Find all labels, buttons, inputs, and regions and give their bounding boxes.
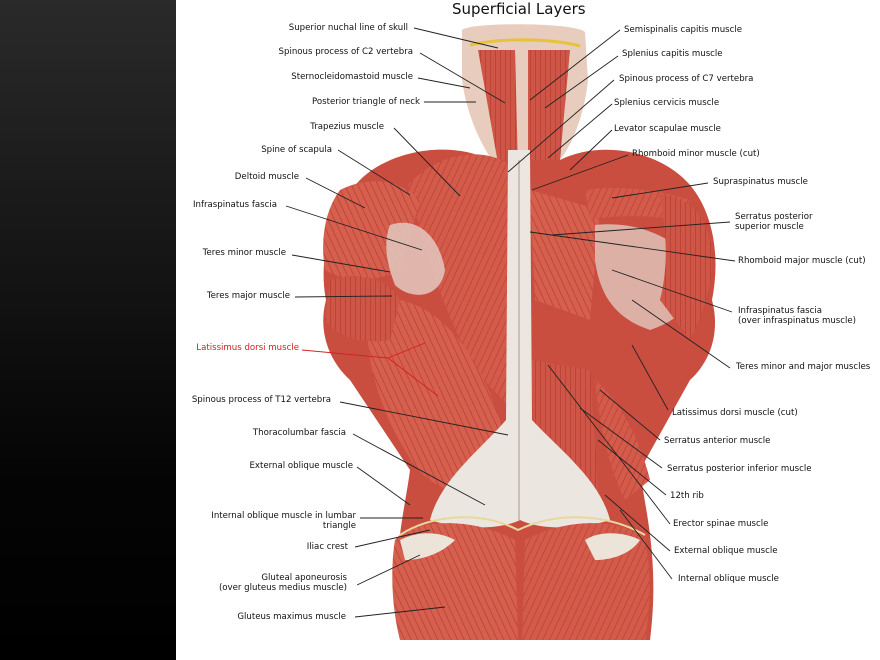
label-serratus-posterior-inferior: Serratus posterior inferior muscle bbox=[667, 464, 812, 474]
label-12th-rib: 12th rib bbox=[670, 491, 704, 501]
right-deltoid bbox=[660, 195, 712, 340]
right-rhomboid bbox=[530, 190, 600, 320]
neck-muscles bbox=[478, 50, 518, 175]
label-infraspinatus-fascia-left: Infraspinatus fascia bbox=[192, 200, 277, 210]
label-rhomboid-major: Rhomboid major muscle (cut) bbox=[738, 256, 866, 266]
label-serratus-posterior-superior: Serratus posterior superior muscle bbox=[735, 212, 813, 232]
label-gluteus-maximus: Gluteus maximus muscle bbox=[237, 612, 346, 622]
label-sternocleidomastoid: Sternocleidomastoid muscle bbox=[291, 72, 413, 82]
left-infraspinatus-fascia bbox=[386, 222, 445, 295]
diagram-title: Superficial Layers bbox=[452, 0, 586, 18]
label-splenius-cervicis: Splenius cervicis muscle bbox=[614, 98, 720, 108]
label-iliac-crest: Iliac crest bbox=[306, 542, 348, 552]
left-latissimus bbox=[367, 298, 506, 493]
label-spinous-t12: Spinous process of T12 vertebra bbox=[191, 395, 331, 405]
label-posterior-triangle: Posterior triangle of neck bbox=[311, 97, 420, 107]
label-supraspinatus: Supraspinatus muscle bbox=[713, 177, 808, 187]
label-splenius-capitis: Splenius capitis muscle bbox=[622, 49, 723, 59]
nuchal-line bbox=[469, 38, 581, 48]
left-teres bbox=[325, 276, 400, 342]
label-serratus-anterior: Serratus anterior muscle bbox=[664, 436, 771, 446]
leader-lines bbox=[285, 27, 736, 618]
iliac-crest bbox=[399, 516, 646, 536]
label-levator-scapulae: Levator scapulae muscle bbox=[614, 124, 721, 134]
left-trapezius bbox=[408, 154, 522, 420]
label-internal-oblique-right: Internal oblique muscle bbox=[678, 574, 779, 584]
label-trapezius: Trapezius muscle bbox=[310, 122, 384, 132]
label-infraspinatus-fascia-right: Infraspinatus fascia (over infraspinatus… bbox=[738, 306, 857, 326]
label-spinous-c7: Spinous process of C7 vertebra bbox=[619, 74, 754, 84]
label-internal-oblique-lumbar: Internal oblique muscle in lumbar triang… bbox=[211, 511, 356, 531]
label-teres-minor: Teres minor muscle bbox=[202, 248, 286, 258]
label-teres-major: Teres major muscle bbox=[206, 291, 290, 301]
label-spine-of-scapula: Spine of scapula bbox=[261, 145, 332, 155]
label-deltoid: Deltoid muscle bbox=[234, 172, 299, 182]
label-latissimus-dorsi: Latissimus dorsi muscle bbox=[196, 343, 299, 353]
label-teres-minor-major: Teres minor and major muscles bbox=[736, 362, 871, 372]
label-external-oblique-left: External oblique muscle bbox=[249, 461, 354, 471]
label-semispinalis-capitis: Semispinalis capitis muscle bbox=[624, 25, 743, 35]
label-gluteal-aponeurosis: Gluteal aponeurosis (over gluteus medius… bbox=[218, 573, 347, 593]
gluteal-aponeurosis bbox=[400, 533, 455, 560]
label-thoracolumbar-fascia: Thoracolumbar fascia bbox=[252, 428, 346, 438]
label-latissimus-dorsi-cut: Latissimus dorsi muscle (cut) bbox=[672, 408, 798, 418]
label-rhomboid-minor: Rhomboid minor muscle (cut) bbox=[632, 149, 760, 159]
label-external-oblique-right: External oblique muscle bbox=[674, 546, 778, 556]
slide-background-strip bbox=[0, 0, 176, 660]
right-serratus bbox=[595, 380, 650, 500]
latissimus-highlight-lines bbox=[301, 342, 439, 397]
label-superior-nuchal-line: Superior nuchal line of skull bbox=[288, 23, 408, 33]
label-erector-spinae: Erector spinae muscle bbox=[673, 519, 769, 529]
label-spinous-c2: Spinous process of C2 vertebra bbox=[278, 47, 413, 57]
